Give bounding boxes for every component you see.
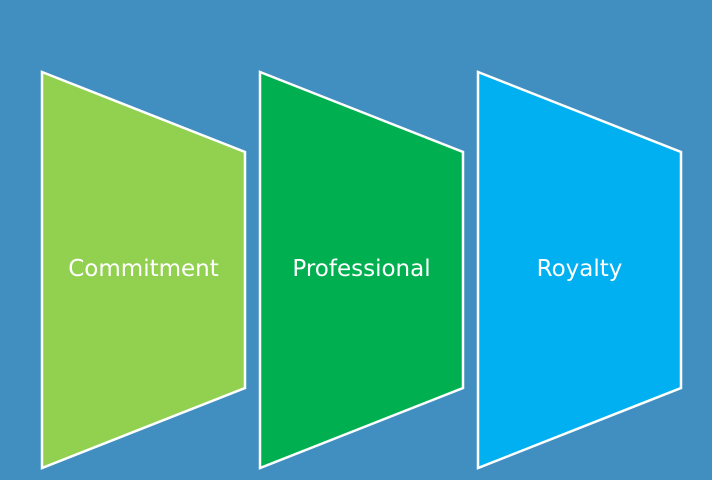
panel-royalty-label: Royalty bbox=[536, 256, 623, 282]
panel-royalty-shape bbox=[476, 70, 683, 470]
panel-professional-label: Professional bbox=[292, 256, 431, 282]
panel-professional-shape bbox=[258, 70, 465, 470]
panel-commitment-shape bbox=[40, 70, 247, 470]
panel-commitment-label: Commitment bbox=[68, 256, 219, 282]
